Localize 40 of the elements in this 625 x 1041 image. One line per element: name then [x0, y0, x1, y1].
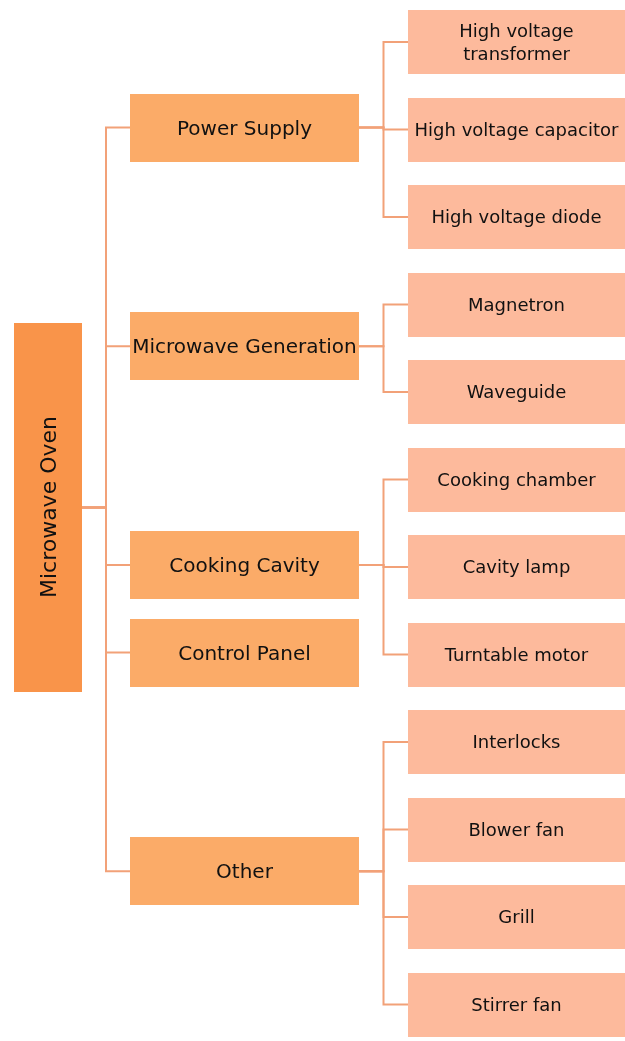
component-box: [408, 885, 625, 949]
node-label: Blower fan: [468, 817, 565, 842]
component-box: [408, 535, 625, 599]
node-label: Magnetron: [468, 292, 565, 317]
category-box: [130, 618, 359, 687]
node-label: Power Supply: [177, 114, 312, 141]
node-label: Cooking Cavity: [169, 552, 320, 578]
component-box: [408, 185, 625, 249]
component-box: [408, 710, 625, 774]
component-box: [408, 972, 625, 1037]
component-box: [408, 10, 625, 74]
connector-line: [358, 564, 409, 656]
node-label: Turntable motor: [444, 642, 589, 667]
node-label: Interlocks: [472, 730, 561, 754]
node-label: High voltage diode: [431, 205, 602, 229]
component-box: [408, 797, 625, 862]
connector-line: [358, 345, 409, 393]
connector-line: [358, 126, 409, 218]
node-label: Grill: [498, 905, 535, 929]
node-label: Cooking chamber: [437, 467, 596, 492]
node-label: Control Panel: [178, 639, 311, 666]
component-box: [408, 447, 625, 512]
node-label: Cavity lamp: [462, 555, 571, 579]
node-label: Stirrer fan: [471, 992, 562, 1017]
connector-line: [358, 870, 409, 1006]
root-box: [14, 323, 82, 692]
component-box: [408, 272, 625, 337]
component-box: [408, 622, 625, 687]
component-box: [408, 97, 625, 162]
node-label: High voltage capacitor: [414, 117, 619, 142]
category-box: [130, 93, 359, 162]
node-label: Microwave Oven: [35, 416, 61, 599]
category-box: [130, 312, 359, 381]
component-box: [408, 360, 625, 424]
node-label: Other: [216, 858, 273, 885]
category-box: [130, 837, 359, 906]
node-label: Waveguide: [466, 380, 567, 404]
category-box: [130, 531, 359, 599]
node-label: Microwave Generation: [132, 333, 357, 360]
node-label: High voltage transformer: [458, 18, 575, 66]
